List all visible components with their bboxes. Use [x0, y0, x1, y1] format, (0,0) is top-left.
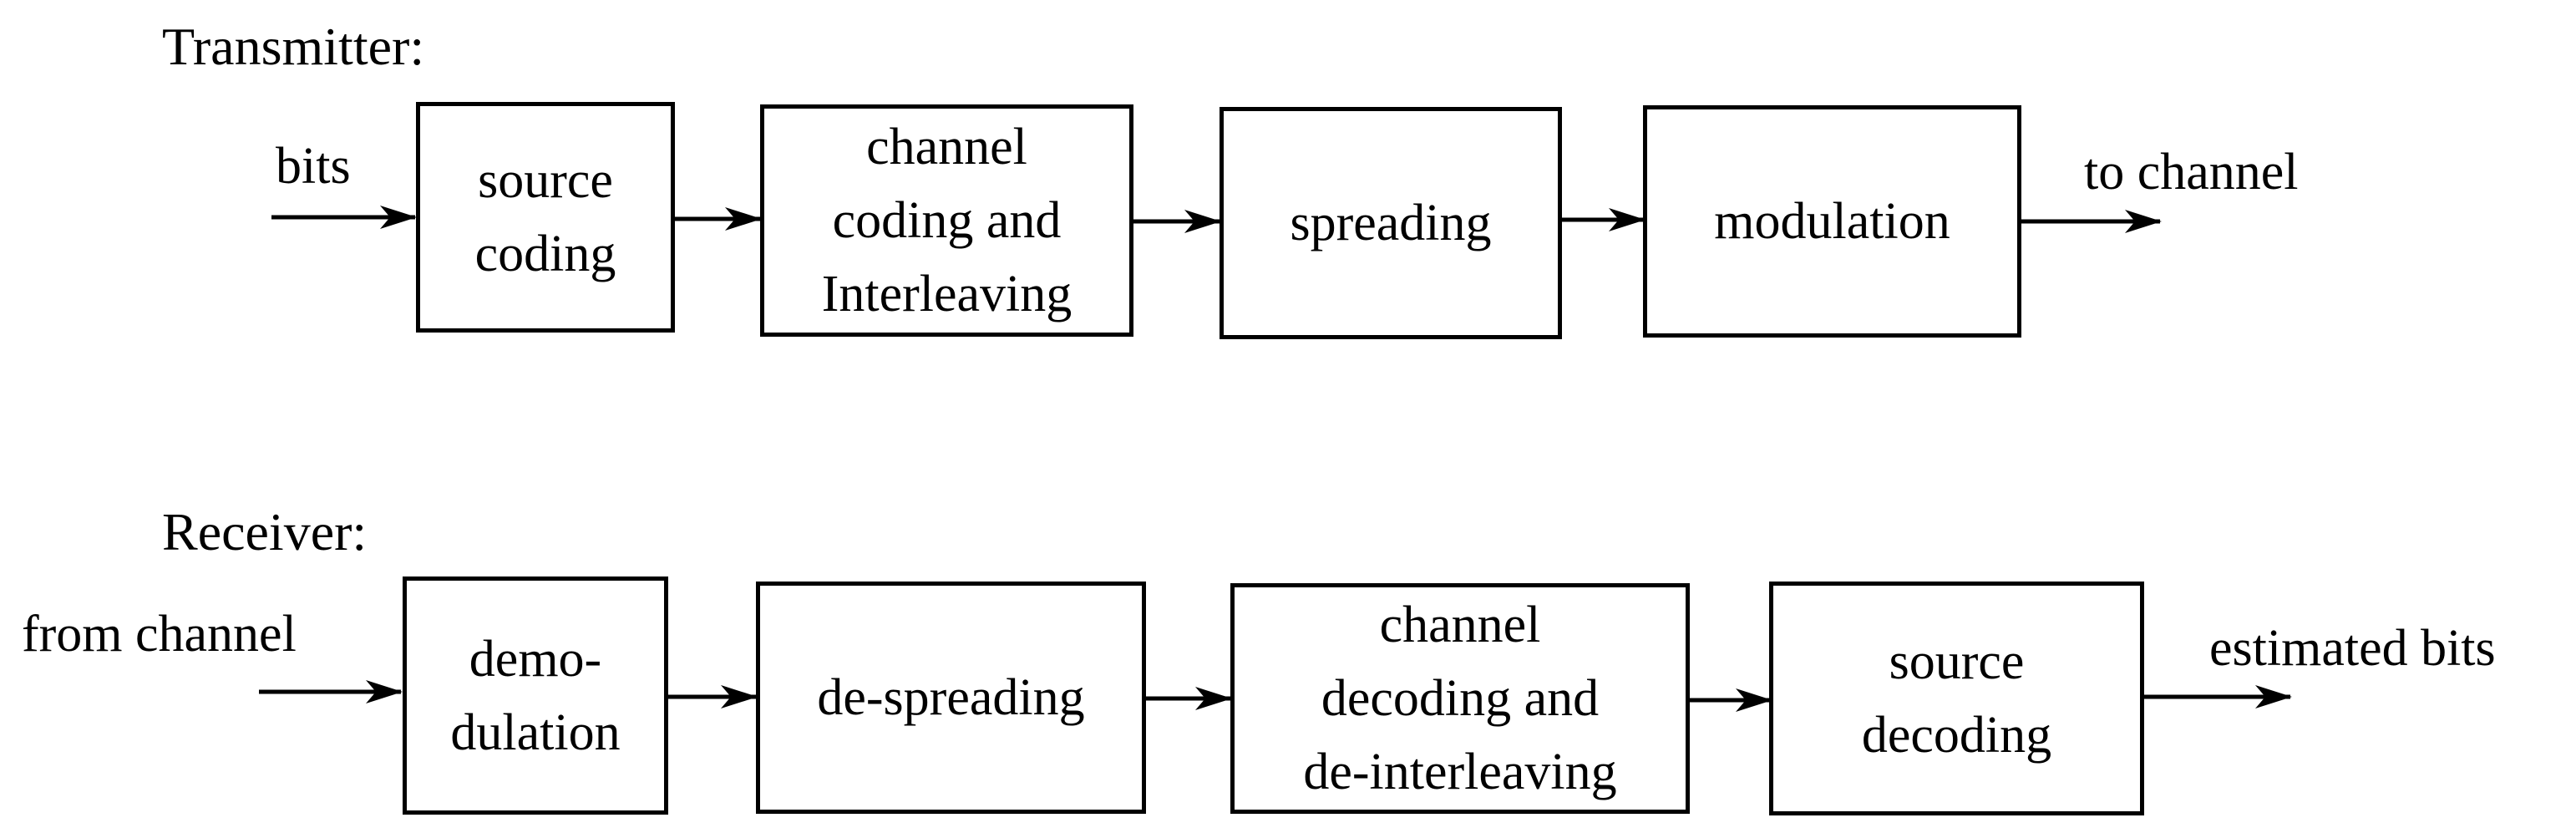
block-channel-decoding-label: channel decoding and de-interleaving	[1303, 597, 1617, 800]
receiver-input-label: from channel	[22, 606, 297, 663]
block-modulation: modulation	[1643, 105, 2021, 338]
block-channel-coding-label: channel coding and Interleaving	[821, 119, 1072, 323]
block-spreading: spreading	[1220, 107, 1562, 339]
block-demodulation-label: demo- dulation	[450, 630, 621, 761]
block-source-decoding-label: source decoding	[1861, 633, 2052, 764]
block-source-coding-label: source coding	[474, 152, 616, 282]
block-de-spreading: de-spreading	[756, 582, 1146, 814]
block-channel-decoding: channel decoding and de-interleaving	[1230, 583, 1690, 814]
block-demodulation: demo- dulation	[403, 576, 668, 815]
receiver-output-label: estimated bits	[2209, 620, 2496, 677]
block-spreading-label: spreading	[1290, 195, 1492, 251]
block-channel-coding: channel coding and Interleaving	[760, 104, 1133, 337]
receiver-title: Receiver:	[162, 502, 368, 561]
transmitter-output-label: to channel	[2084, 144, 2299, 201]
transmitter-input-label: bits	[276, 138, 351, 195]
block-de-spreading-label: de-spreading	[817, 669, 1085, 726]
block-source-decoding: source decoding	[1769, 582, 2144, 815]
block-modulation-label: modulation	[1714, 193, 1950, 250]
transmitter-title: Transmitter:	[162, 17, 425, 76]
block-source-coding: source coding	[416, 102, 675, 333]
